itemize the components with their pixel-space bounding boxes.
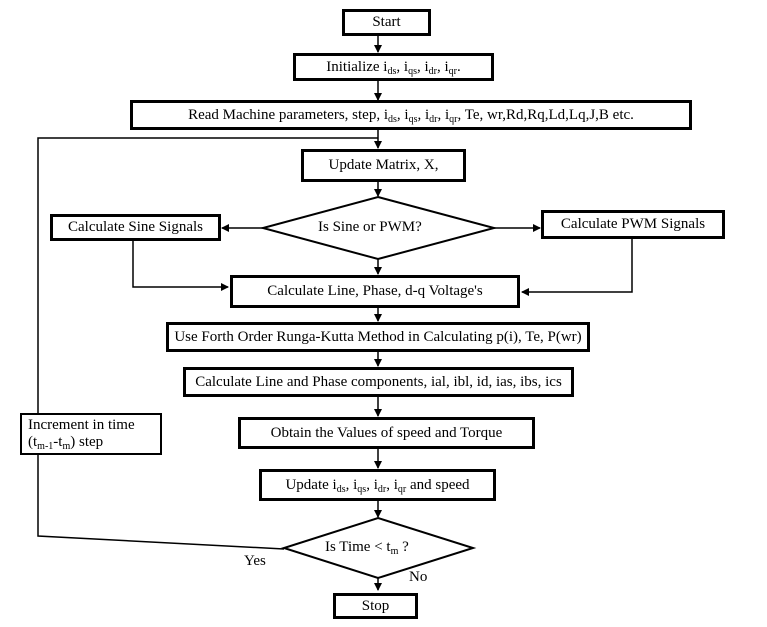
start-terminal: Start: [342, 9, 431, 36]
stop-label: Stop: [361, 597, 390, 614]
initialize-box: Initialize ids, iqs, idr, iqr.: [293, 53, 494, 81]
calc-pwm-label: Calculate PWM Signals: [560, 216, 706, 232]
increment-line1: Increment in time: [28, 417, 135, 433]
arrow-pwm-to-voltage: [521, 238, 633, 296]
decision-diamond-time: [280, 516, 477, 580]
update-currents-box: Update ids, iqs, idr, iqr and speed: [259, 469, 496, 501]
increment-line2: (tm-1-tm) step: [28, 434, 104, 452]
decision-diamond-sine-pwm: [259, 195, 498, 261]
read-parameters-box: Read Machine parameters, step, ids, iqs,…: [130, 100, 692, 130]
calc-voltage-box: Calculate Line, Phase, d-q Voltage's: [230, 275, 520, 308]
calc-pwm-box: Calculate PWM Signals: [541, 210, 725, 239]
loop-back-line: [37, 137, 378, 550]
update-currents-label: Update ids, iqs, idr, iqr and speed: [285, 476, 470, 495]
increment-time-box: Increment in time (tm-1-tm) step: [20, 413, 162, 455]
calc-sine-box: Calculate Sine Signals: [50, 214, 221, 241]
read-parameters-label: Read Machine parameters, step, ids, iqs,…: [188, 106, 634, 125]
decision-sine-pwm-label: Is Sine or PWM?: [318, 219, 422, 235]
runge-kutta-label: Use Forth Order Runga-Kutta Method in Ca…: [174, 328, 582, 345]
obtain-values-label: Obtain the Values of speed and Torque: [270, 424, 503, 441]
update-matrix-label: Update Matrix, X,: [328, 157, 439, 173]
initialize-label: Initialize ids, iqs, idr, iqr.: [326, 58, 461, 77]
stop-terminal: Stop: [333, 593, 418, 619]
decision-time-label: Is Time < tm ?: [325, 539, 409, 557]
yes-label: Yes: [244, 553, 266, 569]
calc-components-box: Calculate Line and Phase components, ial…: [183, 367, 574, 397]
obtain-values-box: Obtain the Values of speed and Torque: [238, 417, 535, 449]
no-label: No: [409, 569, 428, 585]
start-label: Start: [372, 14, 401, 30]
calc-sine-label: Calculate Sine Signals: [68, 219, 203, 235]
arrow-sine-to-voltage: [132, 240, 229, 291]
runge-kutta-box: Use Forth Order Runga-Kutta Method in Ca…: [166, 322, 590, 352]
calc-components-label: Calculate Line and Phase components, ial…: [195, 373, 562, 390]
update-matrix-box: Update Matrix, X,: [301, 149, 466, 182]
calc-voltage-label: Calculate Line, Phase, d-q Voltage's: [267, 283, 483, 299]
